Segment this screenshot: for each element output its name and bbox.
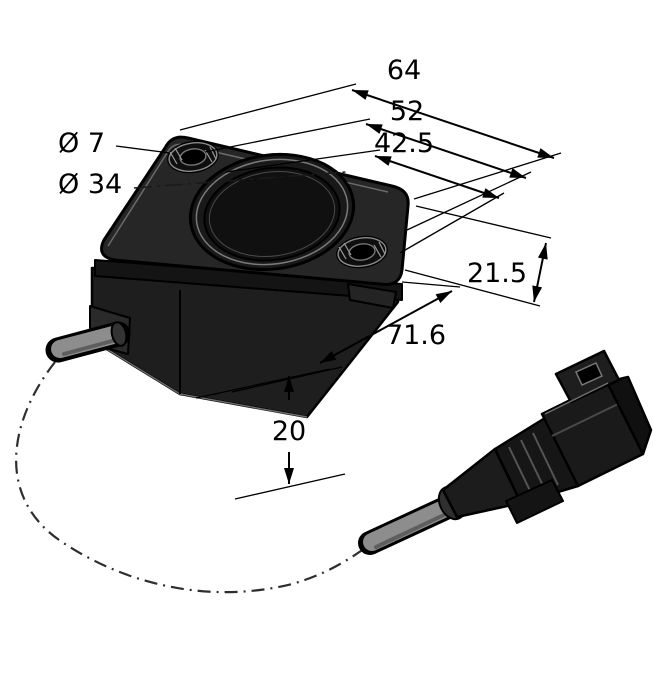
connector-cable <box>363 497 459 551</box>
dim-label-71-6: 71.6 <box>386 320 446 351</box>
ext-64-left <box>179 83 357 131</box>
ext-20-bottom <box>234 473 346 500</box>
dim-label-21-5: 21.5 <box>467 258 527 289</box>
center-recess <box>188 152 356 272</box>
connector-end-cap <box>605 375 653 456</box>
bottom-clip <box>505 479 564 524</box>
recess-bore-highlight <box>208 170 336 258</box>
leader-hole-dia <box>115 145 171 154</box>
dim-label-52: 52 <box>390 96 424 127</box>
dimension-annotations: 64 52 42.5 21.5 71.6 20 Ø 7 Ø 34 <box>58 55 562 500</box>
ext-52-right <box>406 171 532 231</box>
ext-215-top <box>415 205 552 239</box>
head-top-highlight <box>544 382 609 415</box>
cable-dashed-path <box>15 361 369 594</box>
cable-collar <box>110 321 128 347</box>
hole-rim <box>168 142 218 172</box>
recess-centerline <box>133 171 347 189</box>
mounting-hole-top-left <box>167 140 219 174</box>
dimline-21-5 <box>532 242 548 303</box>
mounting-hole-right <box>336 235 388 269</box>
ext-716-left <box>195 368 331 399</box>
dim-label-hole-diameter: Ø 7 <box>58 128 105 159</box>
ext-215-bottom <box>404 269 541 307</box>
dim-label-recess-diameter: Ø 34 <box>58 169 122 200</box>
head-facet-line <box>551 403 619 437</box>
ext-42-right <box>399 192 505 254</box>
dim-label-64: 64 <box>387 55 421 86</box>
thread-hatch <box>338 241 386 260</box>
connector-plug <box>358 349 653 555</box>
hole-rim <box>337 237 387 267</box>
recess-bore <box>203 166 341 262</box>
dimline-71-6 <box>319 290 453 364</box>
hole-bore <box>348 243 376 261</box>
sensor-body <box>45 135 410 419</box>
connector-cable-shadow <box>374 512 448 549</box>
ext-716-right <box>401 281 461 288</box>
sensor-cable-shadow <box>62 339 114 356</box>
recess-chamfer <box>195 158 349 266</box>
hole-bore <box>179 148 207 166</box>
dim-label-20: 20 <box>272 416 306 447</box>
dim-label-42-5: 42.5 <box>374 128 434 159</box>
dimline-52 <box>365 123 527 179</box>
sensor-cable <box>51 325 126 358</box>
latch-slot <box>575 362 603 386</box>
ext-52-left <box>204 118 371 153</box>
dimline-42-5 <box>374 155 500 199</box>
